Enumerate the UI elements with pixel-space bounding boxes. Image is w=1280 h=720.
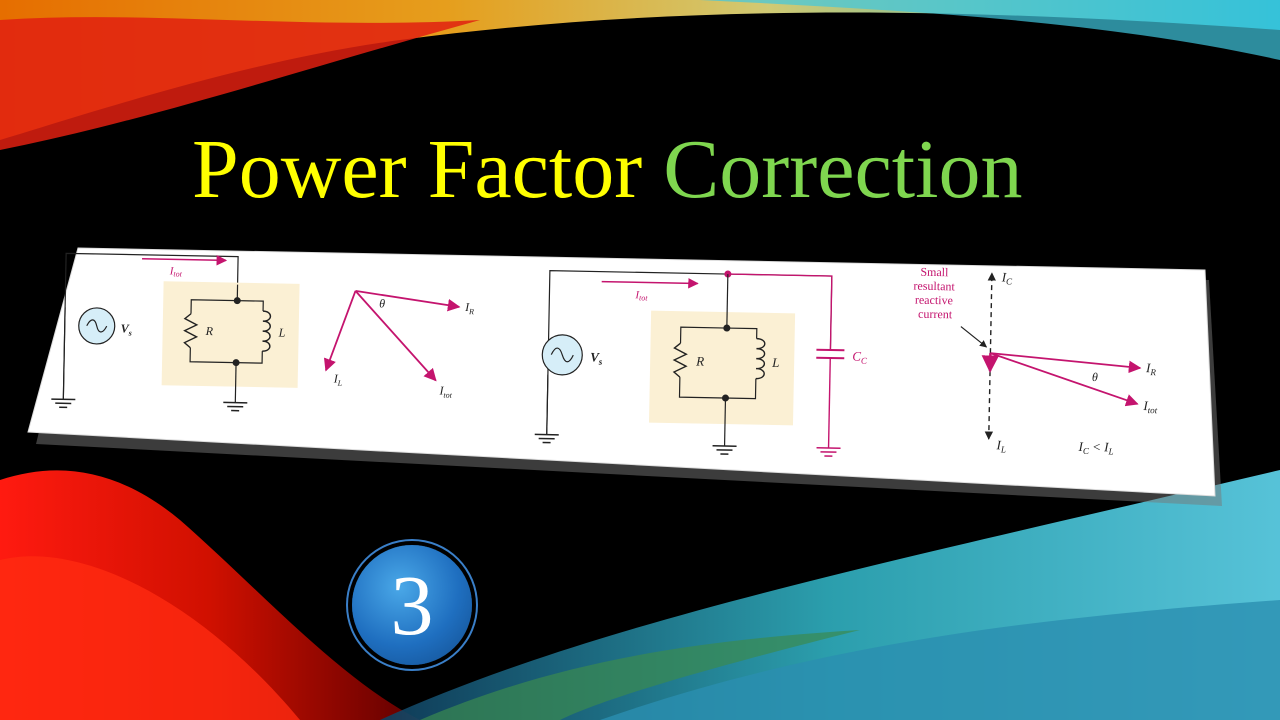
phasor-diagram-1: θ IR IL Itot: [323, 290, 474, 400]
p1-ir-label: IR: [464, 300, 474, 316]
p1-theta: θ: [379, 296, 385, 310]
ribbon-top-cyan: [700, 0, 1280, 60]
c1-l-label: L: [278, 325, 286, 339]
c1-inductor-icon: [262, 310, 272, 352]
slide-number-badge: 3: [352, 545, 472, 665]
p2-note: Small resultant reactive current: [913, 265, 958, 322]
c2-cc-label: CC: [852, 348, 868, 365]
p2-ic-label: IC: [1001, 269, 1014, 286]
ribbon-bottom-red-2: [0, 556, 300, 720]
circuit-2: Itot Vs R L CC: [534, 270, 868, 457]
circuit-1: Itot Vs R L: [51, 252, 300, 412]
phasor-diagram-2: Small resultant reactive current IC θ IR…: [913, 265, 1158, 457]
c2-resistor-icon: [672, 342, 688, 378]
title-power-factor: Power Factor: [192, 123, 643, 216]
p1-itot-label: Itot: [438, 384, 453, 400]
c2-vs-label: Vs: [590, 349, 603, 366]
capacitor-icon: [816, 348, 845, 457]
c1-itot-label: Itot: [169, 265, 183, 278]
c2-r-label: R: [695, 353, 704, 368]
card-body: [27, 247, 1216, 497]
p2-itot-label: Itot: [1142, 398, 1158, 415]
p1-il-label: IL: [333, 371, 343, 387]
c1-resistor-icon: [183, 313, 199, 349]
c2-inductor-icon: [755, 337, 766, 380]
p2-comparison: IC < IL: [1077, 439, 1113, 457]
ribbon-bottom-green: [420, 630, 860, 720]
c1-vs-label: Vs: [121, 321, 132, 337]
c2-itot-label: Itot: [634, 289, 648, 302]
p2-theta: θ: [1092, 370, 1098, 384]
c1-r-label: R: [205, 324, 214, 338]
ribbon-bottom-blue-2: [600, 600, 1280, 720]
p2-il-label: IL: [995, 437, 1006, 454]
ribbon-top-red: [0, 17, 480, 150]
slide-number: 3: [390, 557, 434, 653]
c2-l-label: L: [771, 355, 780, 370]
title-correction: Correction: [663, 123, 1023, 216]
p2-ir-label: IR: [1145, 360, 1157, 377]
slide-title: Power Factor Correction: [192, 128, 1022, 212]
c1-load-panel: [161, 281, 300, 388]
